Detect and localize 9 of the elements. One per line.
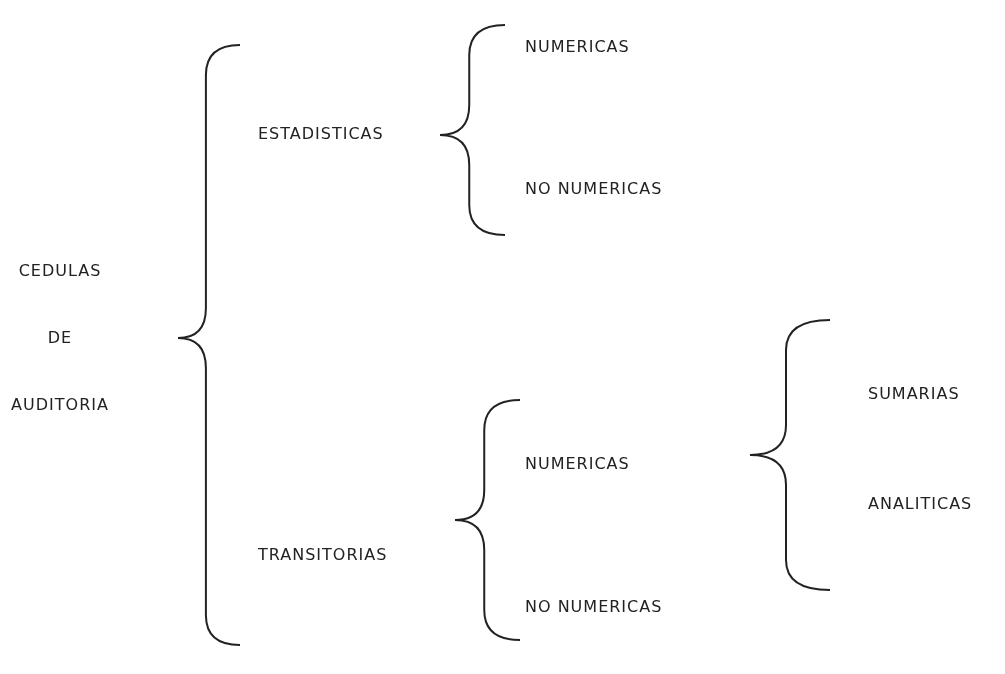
category-label: CEDULAS DE AUDITORIA [10, 260, 110, 416]
category-label: NO NUMERICAS [525, 597, 663, 616]
category-label: TRANSITORIAS [258, 545, 388, 564]
category-label: ESTADISTICAS [258, 124, 384, 143]
category-label: NUMERICAS [525, 37, 630, 56]
category-label: NUMERICAS [525, 454, 630, 473]
category-label: NO NUMERICAS [525, 179, 663, 198]
category-label: SUMARIAS [868, 384, 960, 403]
category-label: ANALITICAS [868, 494, 973, 513]
